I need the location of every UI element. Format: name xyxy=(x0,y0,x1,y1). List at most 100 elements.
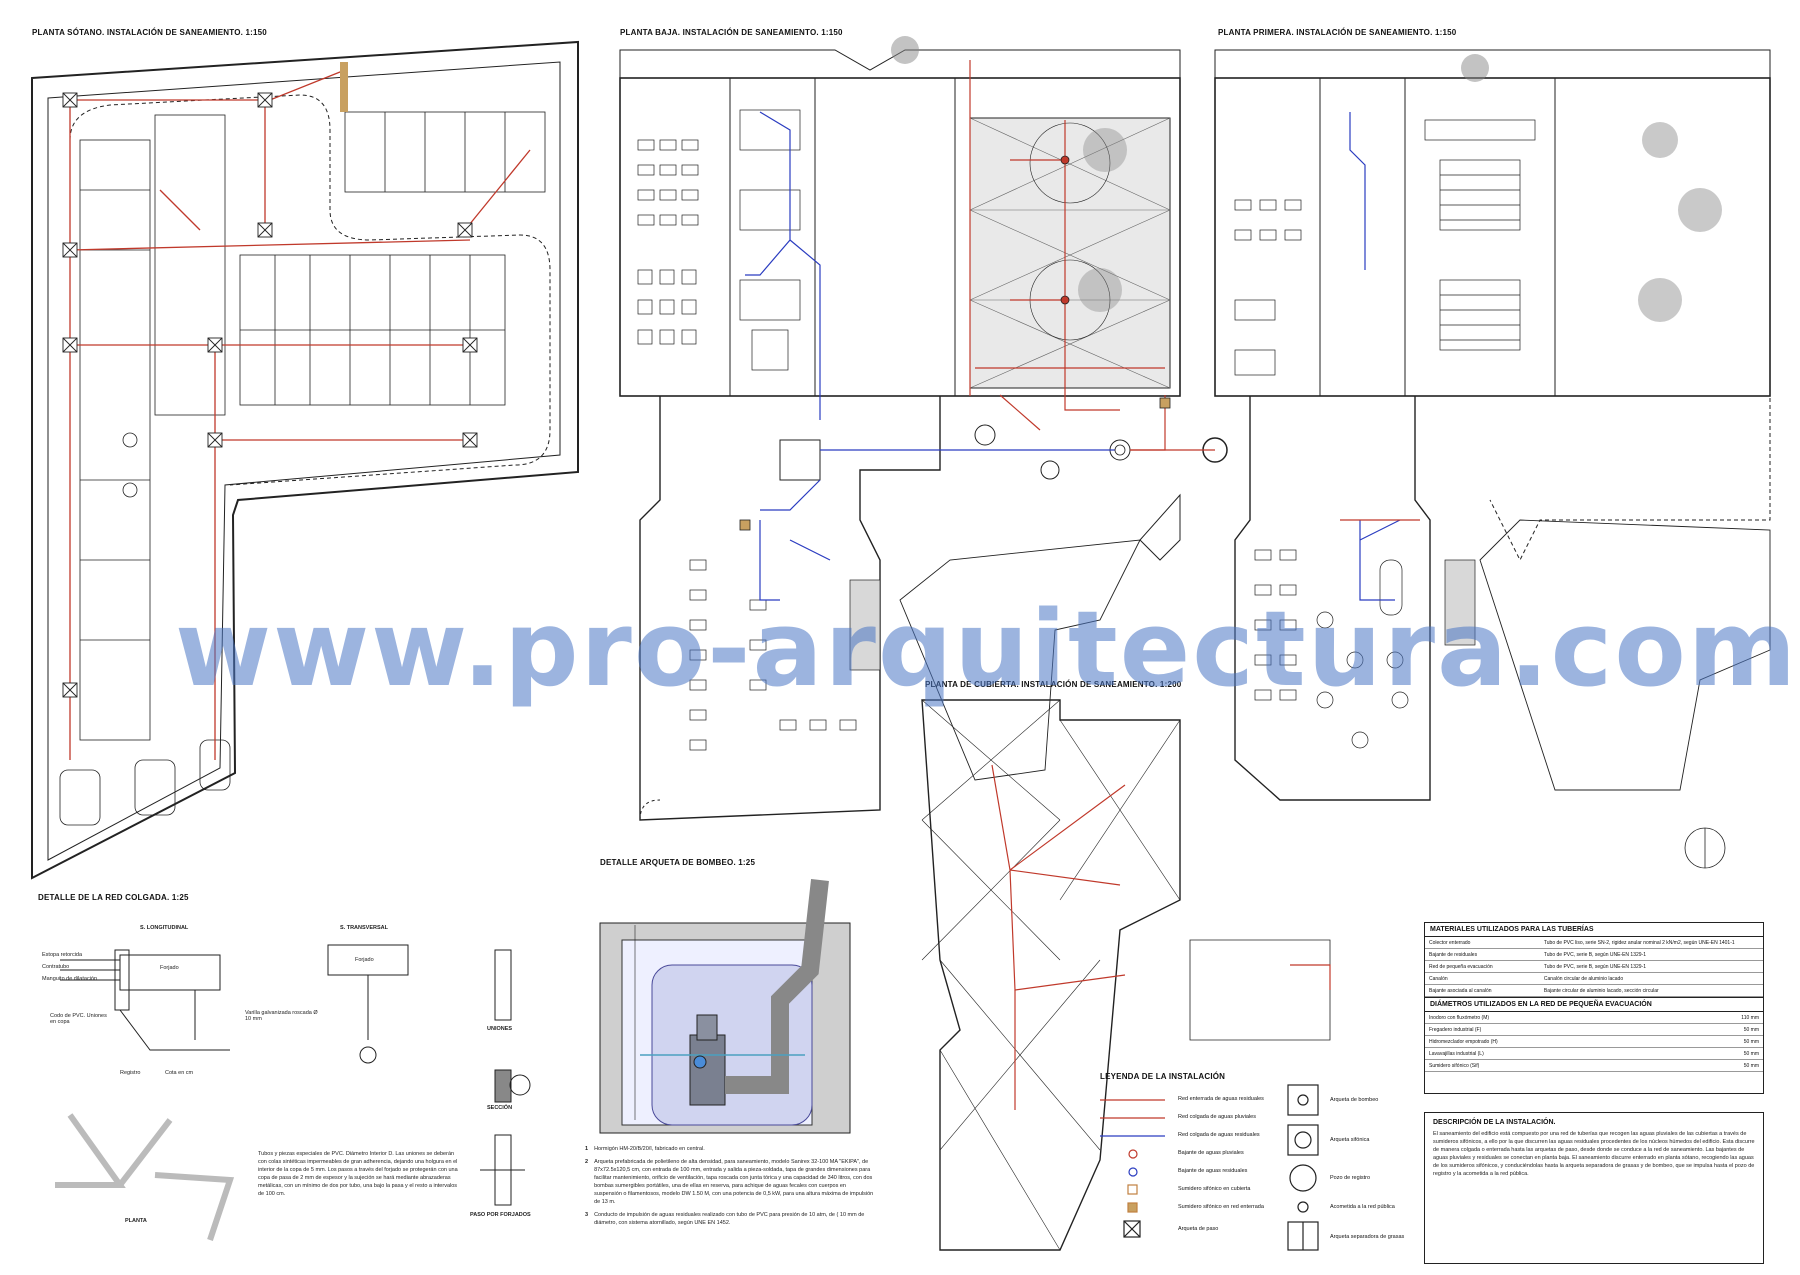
pump-note-3-text: Conducto de impulsión de aguas residuale… xyxy=(594,1212,865,1226)
description-box: DESCRIPCIÓN DE LA INSTALACIÓN. El saneam… xyxy=(1424,1112,1764,1264)
legend-symbols xyxy=(1100,1084,1319,1251)
fixture-diameter: 50 mm xyxy=(1610,1035,1763,1048)
basement-manholes xyxy=(62,92,478,698)
first-floor-plan xyxy=(1214,49,1771,869)
watermark-text: www.pro-arquitectura.com xyxy=(175,588,1799,710)
pump-note-1: 1 Hormigón HM-20/B/20/I, fabricado en ce… xyxy=(585,1145,875,1153)
unions-label: UNIONES xyxy=(487,1026,513,1032)
legend-item: Arqueta de paso xyxy=(1178,1226,1219,1232)
first-floor-plan-title: PLANTA PRIMERA. INSTALACIÓN DE SANEAMIEN… xyxy=(1218,28,1457,37)
pump-note-2-text: Arqueta prefabricada de polietileno de a… xyxy=(594,1159,874,1205)
hung-network-note: Tubos y piezas especiales de PVC. Diámet… xyxy=(258,1151,458,1197)
material-element: Colector enterrado xyxy=(1425,937,1540,949)
legend-item: Arqueta de bombeo xyxy=(1330,1097,1379,1103)
pump-pit-drawing xyxy=(599,879,851,1134)
register-label: Registro xyxy=(120,1070,141,1076)
ground-plan-title: PLANTA BAJA. INSTALACIÓN DE SANEAMIENTO.… xyxy=(620,28,843,37)
slope-label: Cota en cm xyxy=(165,1070,194,1076)
description-title: DESCRIPCIÓN DE LA INSTALACIÓN. xyxy=(1433,1119,1556,1126)
detail-label-3: Manguito de dilatación xyxy=(42,976,98,982)
longitudinal-section-label: S. LONGITUDINAL xyxy=(140,925,189,931)
first-floor-sewer-network xyxy=(1340,112,1420,601)
description-text: El saneamiento del edificio está compues… xyxy=(1433,1131,1755,1177)
material-spec: Tubo de PVC liso, serie SN-2, rigidez an… xyxy=(1539,937,1763,949)
table-row: Lavavajillas industrial (L)50 mm xyxy=(1425,1047,1763,1060)
basement-ramp-grate xyxy=(340,62,348,112)
fixture-name: Hidromezclador empotrado (H) xyxy=(1425,1035,1611,1048)
fixture-diameter: 50 mm xyxy=(1610,1047,1763,1060)
legend-item: Arqueta sifónica xyxy=(1330,1137,1370,1143)
trees xyxy=(891,36,1722,322)
material-element: Bajante de residuales xyxy=(1425,948,1540,961)
legend-item: Sumidero sifónico en red enterrada xyxy=(1178,1204,1264,1210)
diameters-title: DIÁMETROS UTILIZADOS EN LA RED DE PEQUEÑ… xyxy=(1425,997,1763,1012)
table-row: Sumidero sifónico (Sif)50 mm xyxy=(1425,1059,1763,1072)
ground-floor-plan xyxy=(619,49,1228,821)
fixture-name: Sumidero sifónico (Sif) xyxy=(1425,1059,1611,1072)
basement-plan-title: PLANTA SÓTANO. INSTALACIÓN DE SANEAMIENT… xyxy=(32,28,267,37)
pump-notes: 1 Hormigón HM-20/B/20/I, fabricado en ce… xyxy=(585,1145,875,1227)
legend-item: Pozo de registro xyxy=(1330,1175,1371,1181)
floor-slab-label-2: Forjado xyxy=(355,957,374,963)
pump-note-1-number: 1 xyxy=(585,1146,589,1152)
roof-sewer-network xyxy=(991,764,1331,1110)
legend-item: Red colgada de aguas residuales xyxy=(1178,1132,1260,1138)
pump-note-2-number: 2 xyxy=(585,1159,589,1165)
basement-plan xyxy=(31,40,579,880)
material-spec: Bajante circular de aluminio lacado, sec… xyxy=(1539,984,1763,997)
legend-item: Sumidero sifónico en cubierta xyxy=(1178,1186,1251,1192)
legend-title: LEYENDA DE LA INSTALACIÓN xyxy=(1100,1072,1226,1081)
legend-item: Acometida a la red pública xyxy=(1330,1204,1395,1210)
table-row: Fregadero industrial (F)50 mm xyxy=(1425,1023,1763,1036)
table-row: Inodoro con fluxómetro (M)110 mm xyxy=(1425,1012,1763,1024)
detail-label-1: Estopa retorcida xyxy=(42,952,83,958)
fixture-diameter: 50 mm xyxy=(1610,1023,1763,1036)
fixture-name: Lavavajillas industrial (L) xyxy=(1425,1047,1611,1060)
table-row: Hidromezclador empotrado (H)50 mm xyxy=(1425,1035,1763,1048)
pump-note-1-text: Hormigón HM-20/B/20/I, fabricado en cent… xyxy=(594,1146,705,1152)
ground-floor-sewer-network xyxy=(745,60,1215,601)
pump-note-2: 2 Arqueta prefabricada de polietileno de… xyxy=(585,1158,875,1206)
material-spec: Canalón circular de aluminio lacado xyxy=(1539,972,1763,985)
pvc-elbow-label: Codo de PVC. Uniones en copa xyxy=(50,1013,107,1025)
legend-item: Red colgada de aguas pluviales xyxy=(1178,1114,1256,1120)
hung-network-title: DETALLE DE LA RED COLGADA. 1:25 xyxy=(38,893,189,902)
materials-title: MATERIALES UTILIZADOS PARA LAS TUBERÍAS xyxy=(1425,923,1763,937)
fixture-name: Inodoro con fluxómetro (M) xyxy=(1425,1012,1611,1024)
pump-pit-title: DETALLE ARQUETA DE BOMBEO. 1:25 xyxy=(600,858,756,867)
hung-network-drawings xyxy=(55,944,531,1241)
legend-item: Bajante de aguas pluviales xyxy=(1178,1150,1244,1156)
legend-item: Arqueta separadora de grasas xyxy=(1330,1234,1405,1240)
materials-table: MATERIALES UTILIZADOS PARA LAS TUBERÍAS … xyxy=(1424,922,1764,1094)
transversal-section-label: S. TRANSVERSAL xyxy=(340,925,388,931)
rod-label: Varilla galvanizada roscada Ø 10 mm xyxy=(245,1010,318,1022)
pump-note-3: 3 Conducto de impulsión de aguas residua… xyxy=(585,1211,875,1227)
fixture-name: Fregadero industrial (F) xyxy=(1425,1023,1611,1036)
material-spec: Tubo de PVC, serie B, según UNE-EN 1329-… xyxy=(1539,960,1763,973)
legend-item: Bajante de aguas residuales xyxy=(1178,1168,1248,1174)
basement-sewer-network xyxy=(69,69,531,760)
material-element: Red de pequeña evacuación xyxy=(1425,960,1540,973)
fixture-diameter: 50 mm xyxy=(1610,1059,1763,1072)
material-element: Canalón xyxy=(1425,972,1540,985)
roof-plan xyxy=(921,699,1331,1251)
material-element: Bajante asociada al canalón xyxy=(1425,984,1540,997)
floor-slab-label: Forjado xyxy=(160,965,179,971)
detail-label-2: Contratubo xyxy=(42,964,70,970)
pump-note-3-number: 3 xyxy=(585,1212,589,1218)
diameters-rows: Inodoro con fluxómetro (M)110 mm Fregade… xyxy=(1425,1012,1763,1072)
material-spec: Tubo de PVC, serie B, según UNE-EN 1329-… xyxy=(1539,948,1763,961)
section-label: SECCIÓN xyxy=(487,1105,513,1111)
fixture-diameter: 110 mm xyxy=(1610,1012,1763,1024)
legend-item: Red enterrada de aguas residuales xyxy=(1178,1096,1264,1102)
ground-floor-fixtures xyxy=(739,155,1171,531)
roof-plan-title: PLANTA DE CUBIERTA. INSTALACIÓN DE SANEA… xyxy=(925,680,1182,689)
